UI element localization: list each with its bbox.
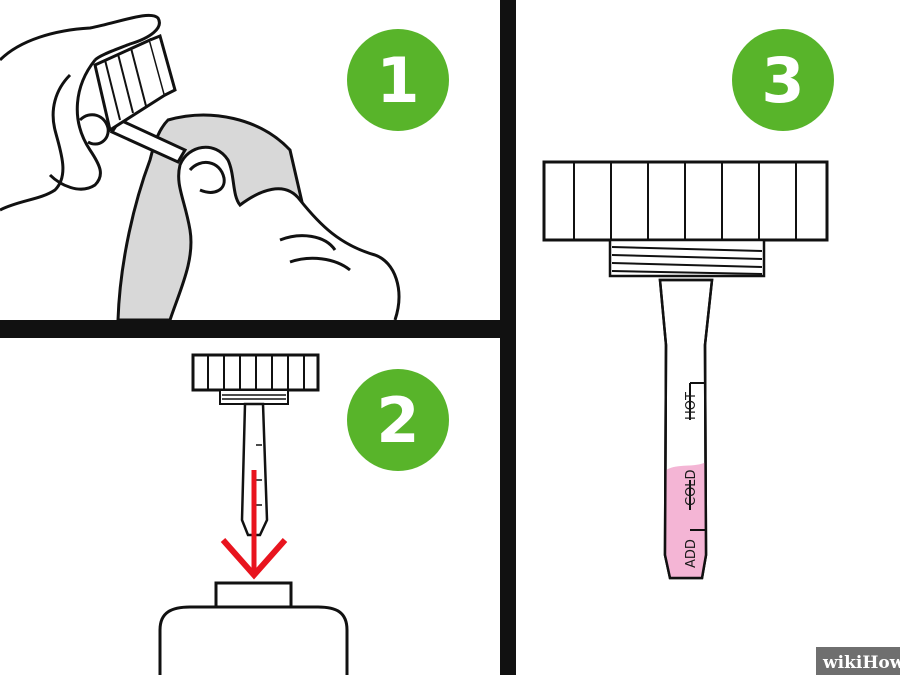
step-1-number: 1	[376, 44, 419, 117]
step-3-badge: 3	[732, 29, 834, 131]
panel-1: 1	[0, 13, 449, 322]
watermark: wikiHow	[816, 647, 900, 675]
dipstick-cap-icon	[93, 33, 177, 133]
dipstick-cap-large-icon	[542, 160, 829, 278]
dipstick-cap-small-icon	[191, 353, 320, 405]
horizontal-divider	[0, 320, 515, 338]
step-3-number: 3	[761, 44, 804, 117]
left-hand-icon	[0, 13, 161, 212]
panel-3: HOT COLD ADD 3	[542, 29, 834, 580]
panel-2: 2	[158, 353, 449, 675]
insert-arrow-icon	[220, 470, 288, 580]
panel-dividers	[0, 0, 516, 675]
vertical-divider	[500, 0, 516, 675]
dipstick-small-icon	[240, 402, 269, 537]
cold-mark-label: COLD	[684, 469, 699, 506]
fluid-reservoir-icon	[158, 581, 349, 675]
svg-text:wikiHow: wikiHow	[822, 653, 900, 673]
right-hand-icon	[168, 145, 401, 321]
dipstick-gauge: HOT COLD ADD	[658, 278, 714, 580]
fluid-level-fill	[665, 462, 706, 578]
add-mark-label: ADD	[684, 539, 699, 568]
step-1-badge: 1	[347, 29, 449, 131]
hot-mark-label: HOT	[684, 392, 699, 420]
step-2-badge: 2	[347, 369, 449, 471]
watermark-suffix: How	[862, 653, 900, 673]
step-2-number: 2	[376, 384, 419, 457]
watermark-prefix: wiki	[822, 653, 863, 673]
